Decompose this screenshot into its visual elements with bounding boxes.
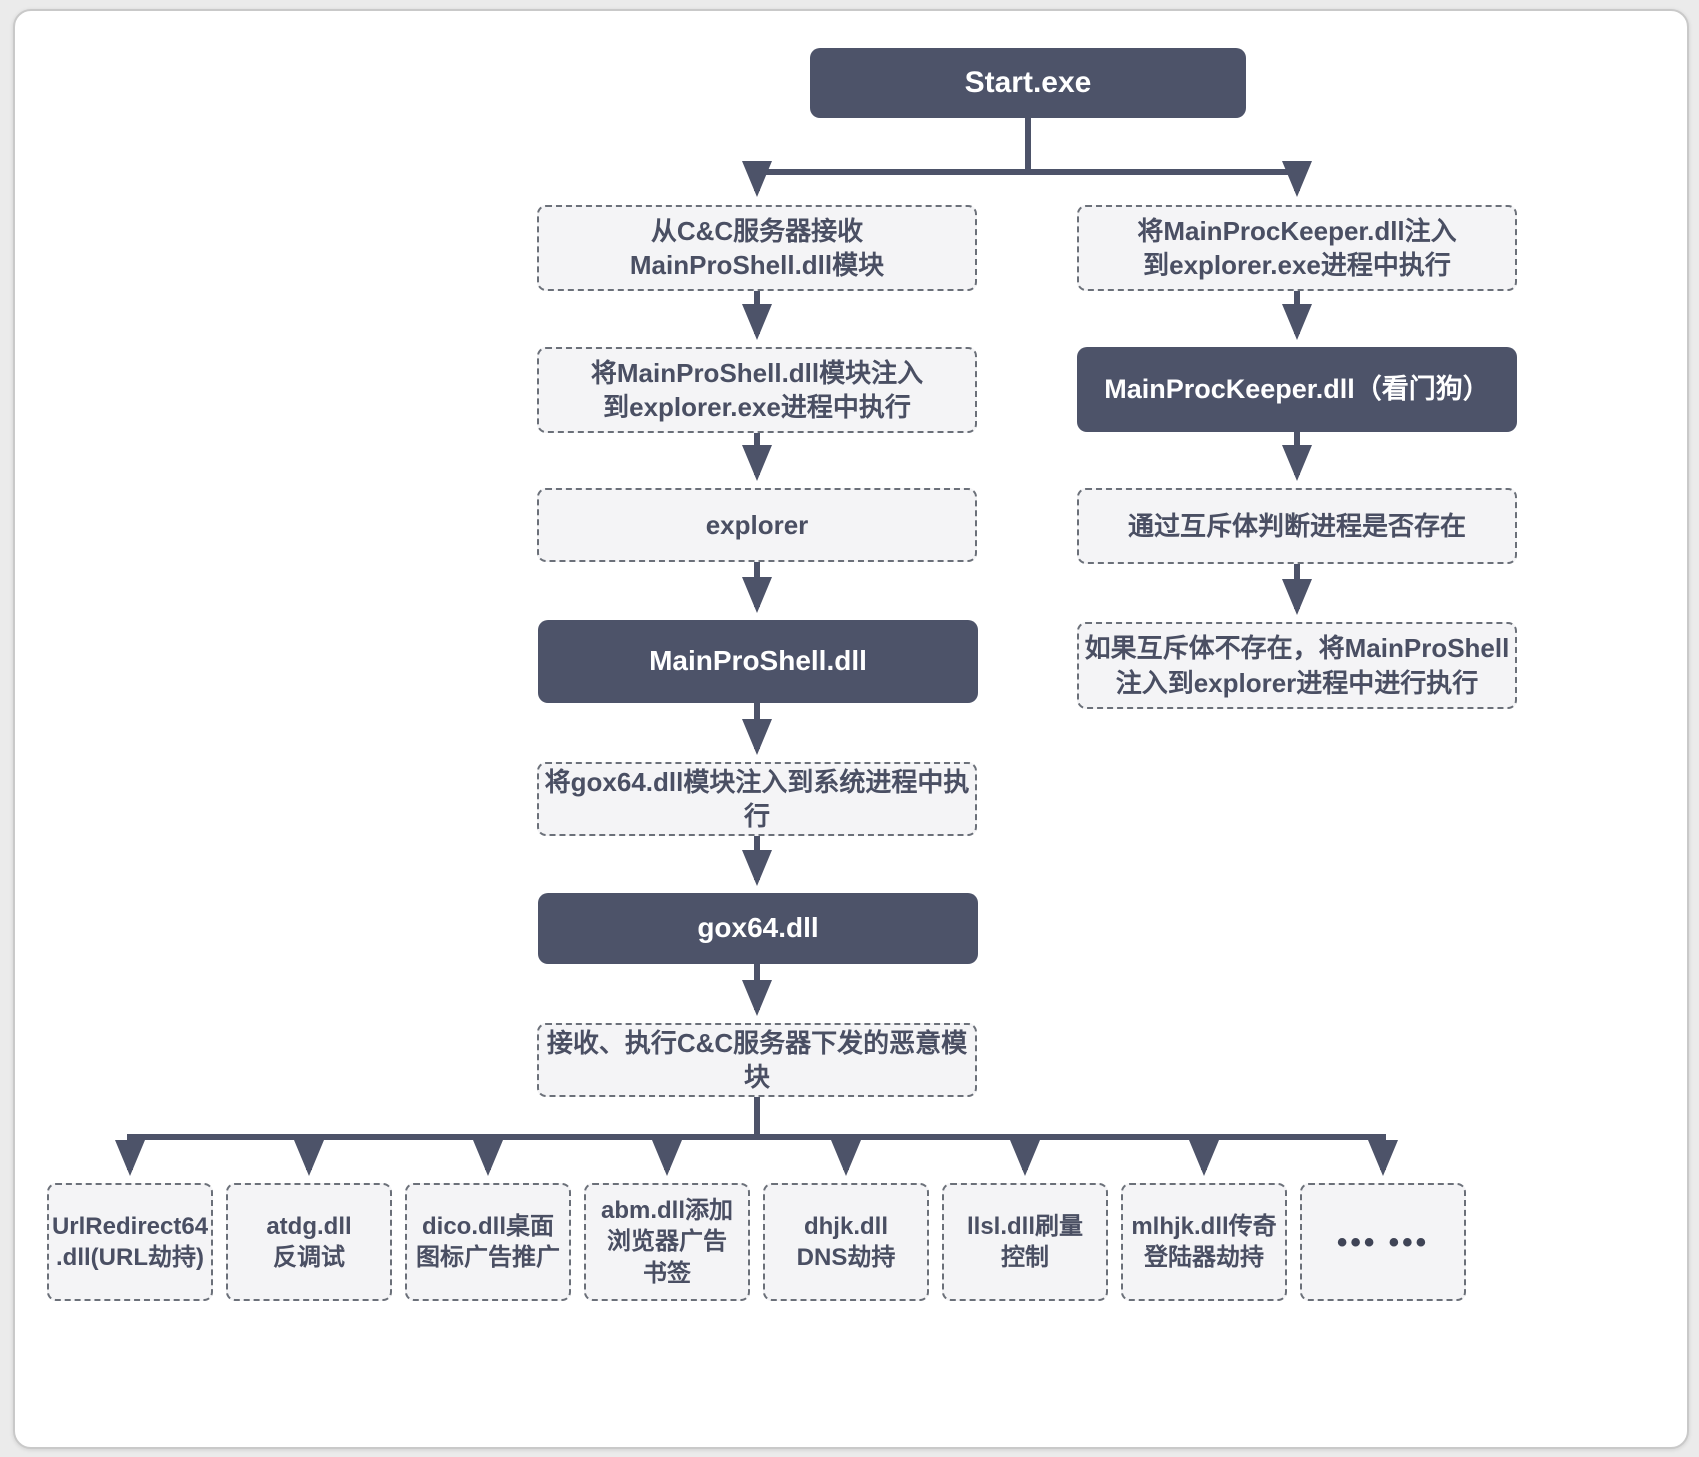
node-dico-dll: dico.dll桌面 图标广告推广	[405, 1183, 571, 1301]
node-atdg-dll: atdg.dll 反调试	[226, 1183, 392, 1301]
node-more-modules: ••• •••	[1300, 1183, 1466, 1301]
node-receive-exec-modules: 接收、执行C&C服务器下发的恶意模块	[537, 1023, 977, 1097]
node-mainproshell-dll: MainProShell.dll	[538, 620, 978, 703]
node-dhjk-dll: dhjk.dll DNS劫持	[763, 1183, 929, 1301]
node-abm-dll: abm.dll添加 浏览器广告 书签	[584, 1183, 750, 1301]
node-explorer: explorer	[537, 488, 977, 562]
node-gox64-dll: gox64.dll	[538, 893, 978, 964]
node-start-exe: Start.exe	[810, 48, 1246, 118]
node-mutex-check: 通过互斥体判断进程是否存在	[1077, 488, 1517, 564]
node-mainprockeeper-dll: MainProcKeeper.dll（看门狗）	[1077, 347, 1517, 432]
node-mutex-missing-reinject: 如果互斥体不存在，将MainProShell 注入到explorer进程中进行执…	[1077, 622, 1517, 709]
node-inject-gox64: 将gox64.dll模块注入到系统进程中执行	[537, 762, 977, 836]
node-receive-mainproshell: 从C&C服务器接收 MainProShell.dll模块	[537, 205, 977, 291]
node-urlredirect64: UrlRedirect64 .dll(URL劫持)	[47, 1183, 213, 1301]
node-inject-mainproshell: 将MainProShell.dll模块注入 到explorer.exe进程中执行	[537, 347, 977, 433]
node-llsl-dll: llsl.dll刷量 控制	[942, 1183, 1108, 1301]
node-mlhjk-dll: mlhjk.dll传奇 登陆器劫持	[1121, 1183, 1287, 1301]
node-inject-mainprockeeper: 将MainProcKeeper.dll注入 到explorer.exe进程中执行	[1077, 205, 1517, 291]
